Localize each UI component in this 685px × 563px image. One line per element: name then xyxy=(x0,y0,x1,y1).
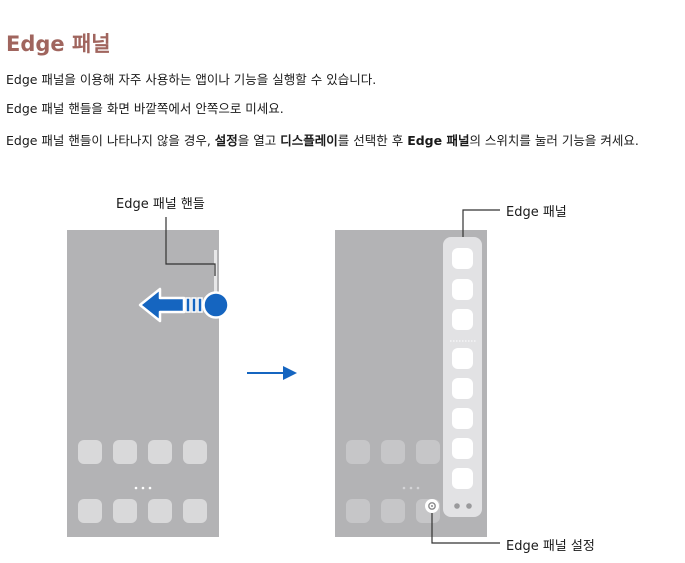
note-text: 을 열고 xyxy=(237,133,281,148)
edge-panel-app-icon[interactable] xyxy=(452,468,473,489)
settings-leader-line xyxy=(431,513,500,544)
app-icon-grid xyxy=(78,440,207,523)
intro-paragraph: Edge 패널을 이용해 자주 사용하는 앱이나 기능을 실행할 수 있습니다. xyxy=(6,72,377,87)
note-paragraph: Edge 패널 핸들이 나타나지 않을 경우, 설정을 열고 디스플레이를 선택… xyxy=(6,130,678,152)
edge-panel-label: Edge 패널 xyxy=(506,205,567,220)
panel-leader-line xyxy=(462,209,500,237)
edge-panel-term: Edge 패널 xyxy=(407,133,470,148)
phone-screen-before xyxy=(67,217,230,537)
edge-panel-app-icon[interactable] xyxy=(452,438,473,459)
edge-panel-app-icon[interactable] xyxy=(452,348,473,369)
app-icon xyxy=(183,499,207,523)
settings-term: 설정 xyxy=(214,133,238,148)
app-icon-grid xyxy=(346,440,440,523)
app-icon xyxy=(113,499,137,523)
swipe-left-arrow-icon xyxy=(138,287,203,323)
phone-screen xyxy=(67,230,219,537)
edge-panel-page-dots xyxy=(454,503,472,509)
edge-panel-app-icon[interactable] xyxy=(452,248,473,269)
note-text: 를 선택한 후 xyxy=(337,133,408,148)
app-icon xyxy=(346,440,370,464)
display-term: 디스플레이 xyxy=(280,133,338,148)
edge-panel-app-icon[interactable] xyxy=(452,279,473,300)
edge-panel-settings-label: Edge 패널 설정 xyxy=(506,539,595,554)
handle-leader-line xyxy=(165,217,216,276)
edge-panel-app-icon[interactable] xyxy=(452,309,473,330)
gear-icon[interactable] xyxy=(425,499,439,513)
page-indicator xyxy=(134,486,152,490)
app-icon xyxy=(78,499,102,523)
app-icon xyxy=(381,440,405,464)
app-icon xyxy=(183,440,207,464)
touch-point-icon xyxy=(202,291,230,319)
instruction-paragraph: Edge 패널 핸들을 화면 바깥쪽에서 안쪽으로 미세요. xyxy=(6,101,284,116)
phone-screen-after xyxy=(335,209,500,544)
page-title: Edge 패널 xyxy=(6,32,111,56)
transition-arrow-icon xyxy=(247,366,297,380)
app-icon xyxy=(113,440,137,464)
app-icon xyxy=(416,440,440,464)
app-icon xyxy=(148,499,172,523)
app-icon xyxy=(78,440,102,464)
note-text: 의 스위치를 눌러 기능을 켜세요. xyxy=(469,133,639,148)
app-icon xyxy=(148,440,172,464)
edge-panel-app-icons xyxy=(452,248,473,489)
edge-panel-app-icon[interactable] xyxy=(452,378,473,399)
app-icon xyxy=(381,499,405,523)
note-text: Edge 패널 핸들이 나타나지 않을 경우, xyxy=(6,133,215,148)
app-icon xyxy=(346,499,370,523)
page-indicator xyxy=(402,486,420,490)
edge-panel-app-icon[interactable] xyxy=(452,408,473,429)
edge-panel-handle-label: Edge 패널 핸들 xyxy=(116,197,205,212)
